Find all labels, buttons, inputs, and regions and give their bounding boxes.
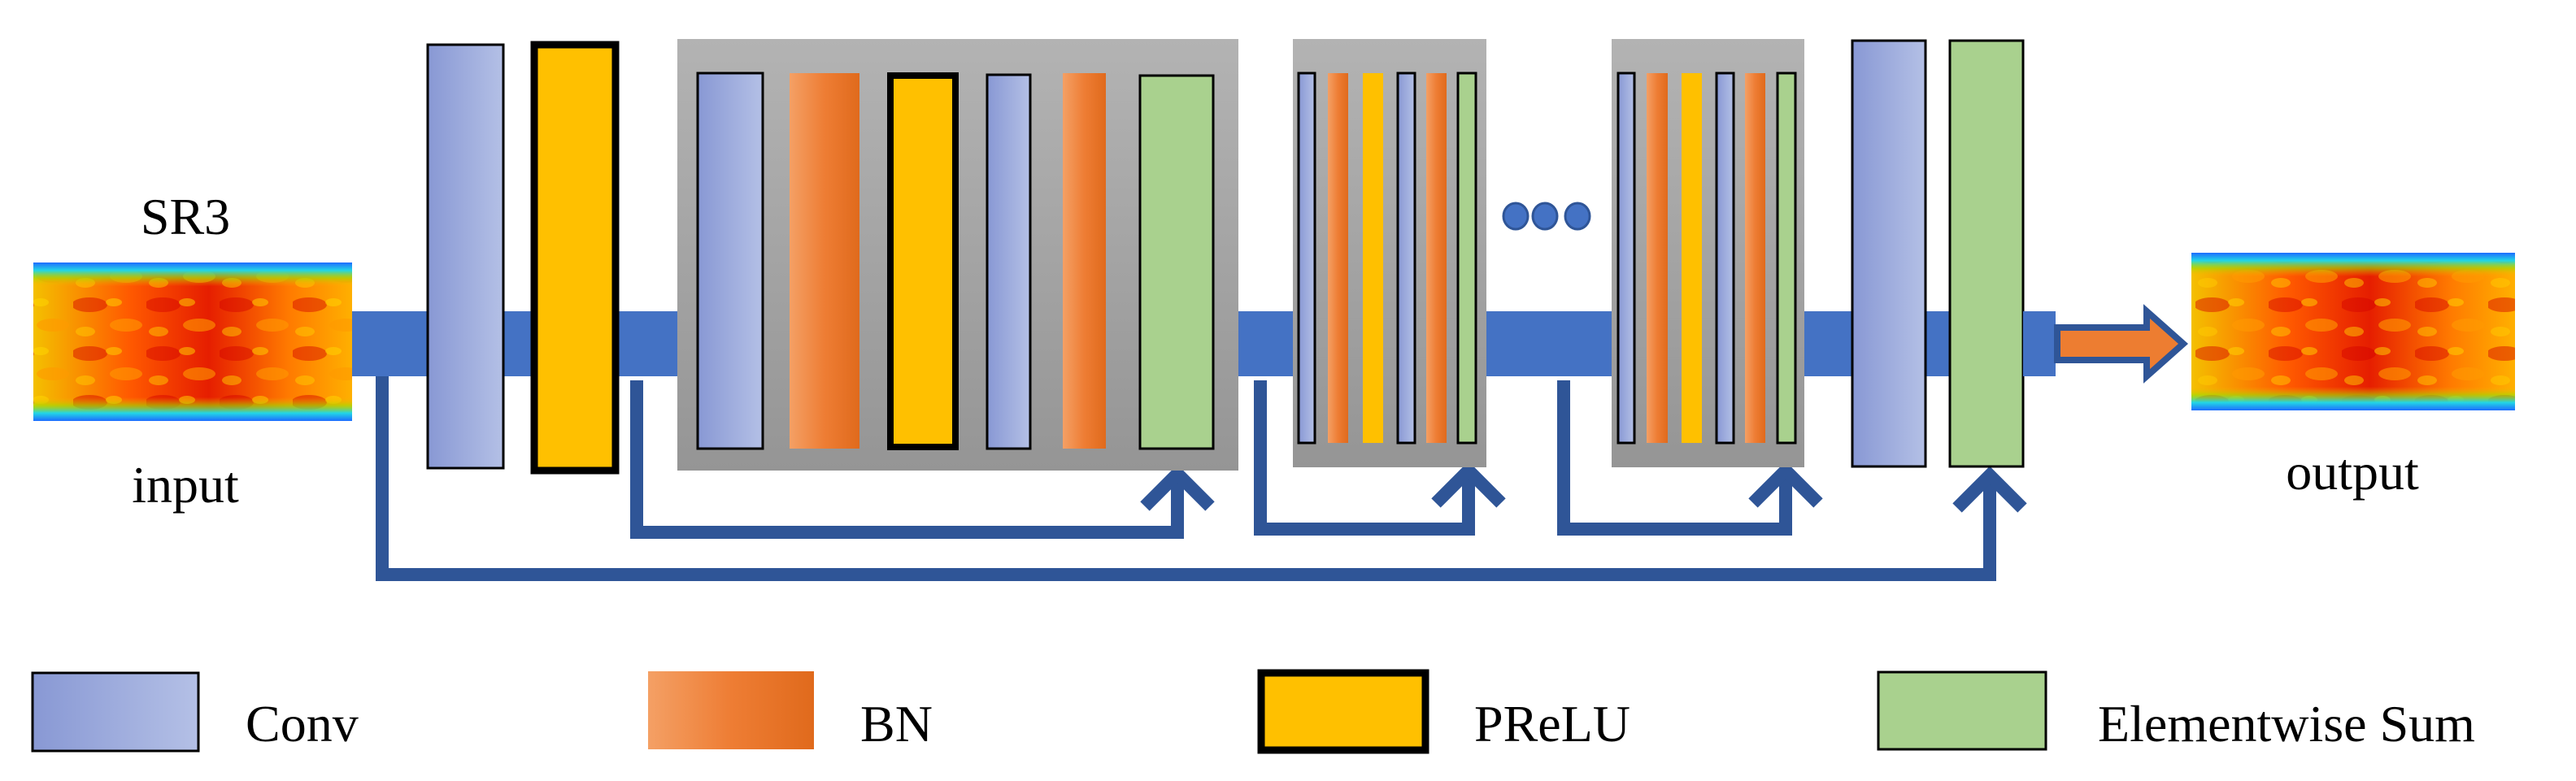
residual-block-2: [1293, 39, 1486, 467]
prelu-layer: [530, 41, 620, 475]
output-arrow: [2054, 304, 2189, 384]
skip-connection-block1: [630, 380, 1215, 539]
legend-sum-swatch: [1877, 670, 2047, 751]
block1-conv-2: [986, 73, 1032, 450]
legend-conv-swatch: [31, 671, 200, 753]
legend-bn-label: BN: [860, 695, 933, 753]
skip-connection-block2: [1254, 380, 1506, 536]
block1-conv-1: [696, 72, 764, 450]
block1-sum: [1138, 74, 1215, 450]
input-label: input: [132, 456, 239, 514]
block1-bn-1: [790, 73, 859, 449]
legend-sum-label: Elementwise Sum: [2098, 695, 2475, 753]
final-sum-layer: [1948, 39, 2025, 468]
legend-conv-label: Conv: [246, 695, 359, 753]
skip-connection-long: [376, 370, 2027, 581]
model-label: SR3: [141, 188, 230, 245]
output-label: output: [2286, 443, 2419, 501]
legend-prelu-label: PReLU: [1474, 695, 1630, 753]
legend-bn-swatch: [648, 671, 814, 749]
block1-bn-2: [1063, 73, 1106, 449]
block1-prelu: [887, 72, 959, 450]
trunk-end: [2023, 311, 2056, 376]
output-flow-field: [2191, 253, 2515, 410]
conv-layer: [426, 43, 505, 470]
final-conv-layer: [1851, 39, 1927, 468]
residual-block-3: [1612, 39, 1804, 467]
ellipsis-icon: [1502, 202, 1591, 231]
skip-connection-block3: [1557, 380, 1823, 536]
input-flow-field: [33, 263, 352, 421]
legend-prelu-swatch: [1257, 669, 1429, 754]
legend: Conv BN PReLU Elementwise Sum: [31, 669, 2475, 754]
residual-block-1: [677, 39, 1238, 471]
